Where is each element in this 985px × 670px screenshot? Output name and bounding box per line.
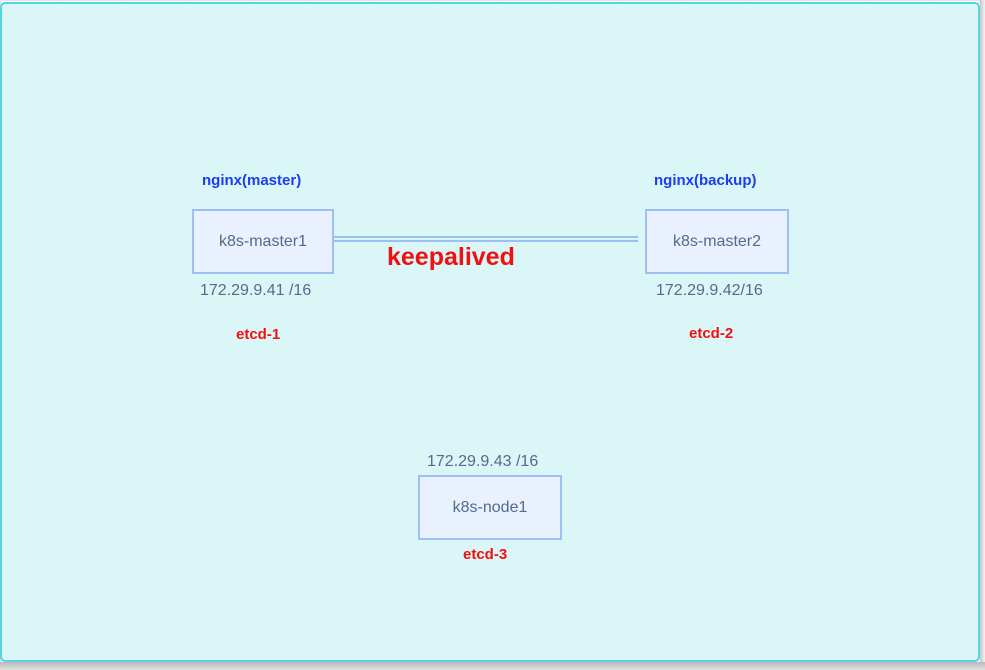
keepalived-connector[interactable] (333, 236, 638, 242)
master2-etcd-label: etcd-2 (689, 325, 734, 342)
window-edge-shadow (980, 0, 985, 670)
master1-role-label: nginx(master) (202, 172, 302, 189)
master2-role-label: nginx(backup) (654, 172, 757, 189)
window-bottom-shadow (0, 662, 985, 670)
master1-ip-label: 172.29.9.41 /16 (200, 282, 312, 299)
master1-etcd-label: etcd-1 (236, 326, 281, 343)
keepalived-label: keepalived (387, 243, 515, 271)
node-k8s-master2[interactable]: k8s-master2 (645, 209, 789, 274)
node1-etcd-label: etcd-3 (463, 546, 508, 563)
node-k8s-node1[interactable]: k8s-node1 (418, 475, 562, 540)
node1-ip-label: 172.29.9.43 /16 (427, 453, 539, 470)
master2-ip-label: 172.29.9.42/16 (656, 282, 763, 299)
node-k8s-master1[interactable]: k8s-master1 (192, 209, 334, 274)
